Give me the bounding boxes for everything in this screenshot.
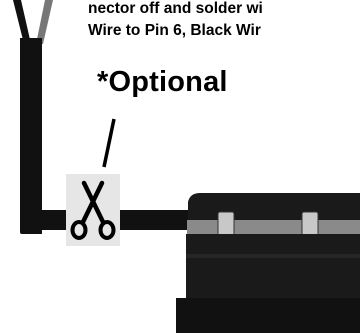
connector-top [188,193,360,222]
connector-body [186,234,360,300]
wire-end-right [36,0,53,44]
instruction-line-1: nector off and solder wi [88,0,263,17]
connector-base [176,298,360,333]
scissors-icon [70,180,116,240]
connector-band [187,220,360,234]
callout-leader-line [102,118,116,168]
cable-vertical [20,38,42,232]
connector-body-shade [186,254,360,258]
wire-end-left [13,0,31,44]
instruction-text: nector off and solder wi Wire to Pin 6, … [88,0,263,42]
optional-label: *Optional [97,66,228,98]
instruction-line-2: Wire to Pin 6, Black Wir [88,22,261,39]
